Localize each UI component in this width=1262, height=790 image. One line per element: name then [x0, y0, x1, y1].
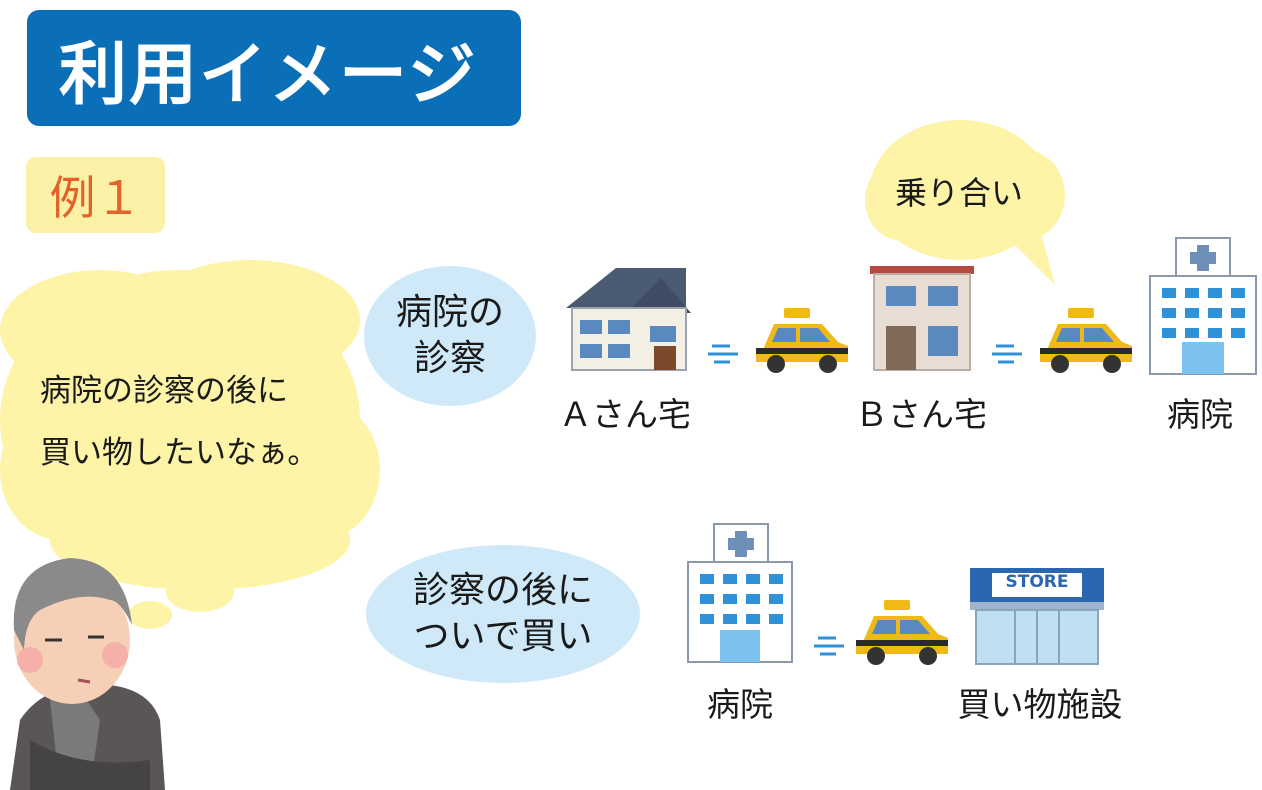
thought-text: 病院の診察の後に 買い物したいなぁ。 [30, 360, 360, 484]
taxi-icon-2 [1040, 308, 1132, 373]
thought-cloud [0, 260, 380, 629]
hospital-icon-bottom [687, 523, 793, 663]
house-b-icon [870, 266, 974, 371]
speech-cloud [865, 120, 1065, 285]
store-icon [970, 568, 1104, 665]
bubble-shopping: 診察の後に ついで買い [366, 545, 640, 683]
label-hospital-bottom: 病院 [707, 685, 773, 724]
house-a-icon [566, 268, 691, 371]
bubble-shopping-line-1: 診察の後に [412, 570, 593, 611]
store-sign-text: STORE [1005, 572, 1069, 592]
label-shopping-facility: 買い物施設 [957, 685, 1123, 724]
label-hospital-top: 病院 [1167, 395, 1233, 434]
bubble-checkup-line-1: 病院の [395, 292, 504, 333]
speech-rideshare: 乗り合い [894, 174, 1023, 212]
elderly-man-illustration [10, 558, 165, 790]
example-label: 例１ [26, 157, 165, 233]
taxi-icon-3 [856, 600, 948, 665]
thought-line-2: 買い物したいなぁ。 [40, 435, 319, 471]
hospital-icon-top [1149, 237, 1257, 375]
taxi-icon-1 [756, 308, 848, 373]
bubble-checkup-line-2: 診察 [413, 338, 486, 379]
bubble-shopping-line-2: ついで買い [413, 616, 593, 657]
label-house-b: Ｂさん宅 [855, 395, 987, 434]
bubble-checkup: 病院の 診察 [364, 266, 536, 406]
motion-lines [708, 344, 1022, 656]
label-house-a: Ａさん宅 [559, 395, 691, 434]
thought-line-1: 病院の診察の後に [40, 373, 288, 409]
page-title: 利用イメージ [27, 10, 521, 126]
